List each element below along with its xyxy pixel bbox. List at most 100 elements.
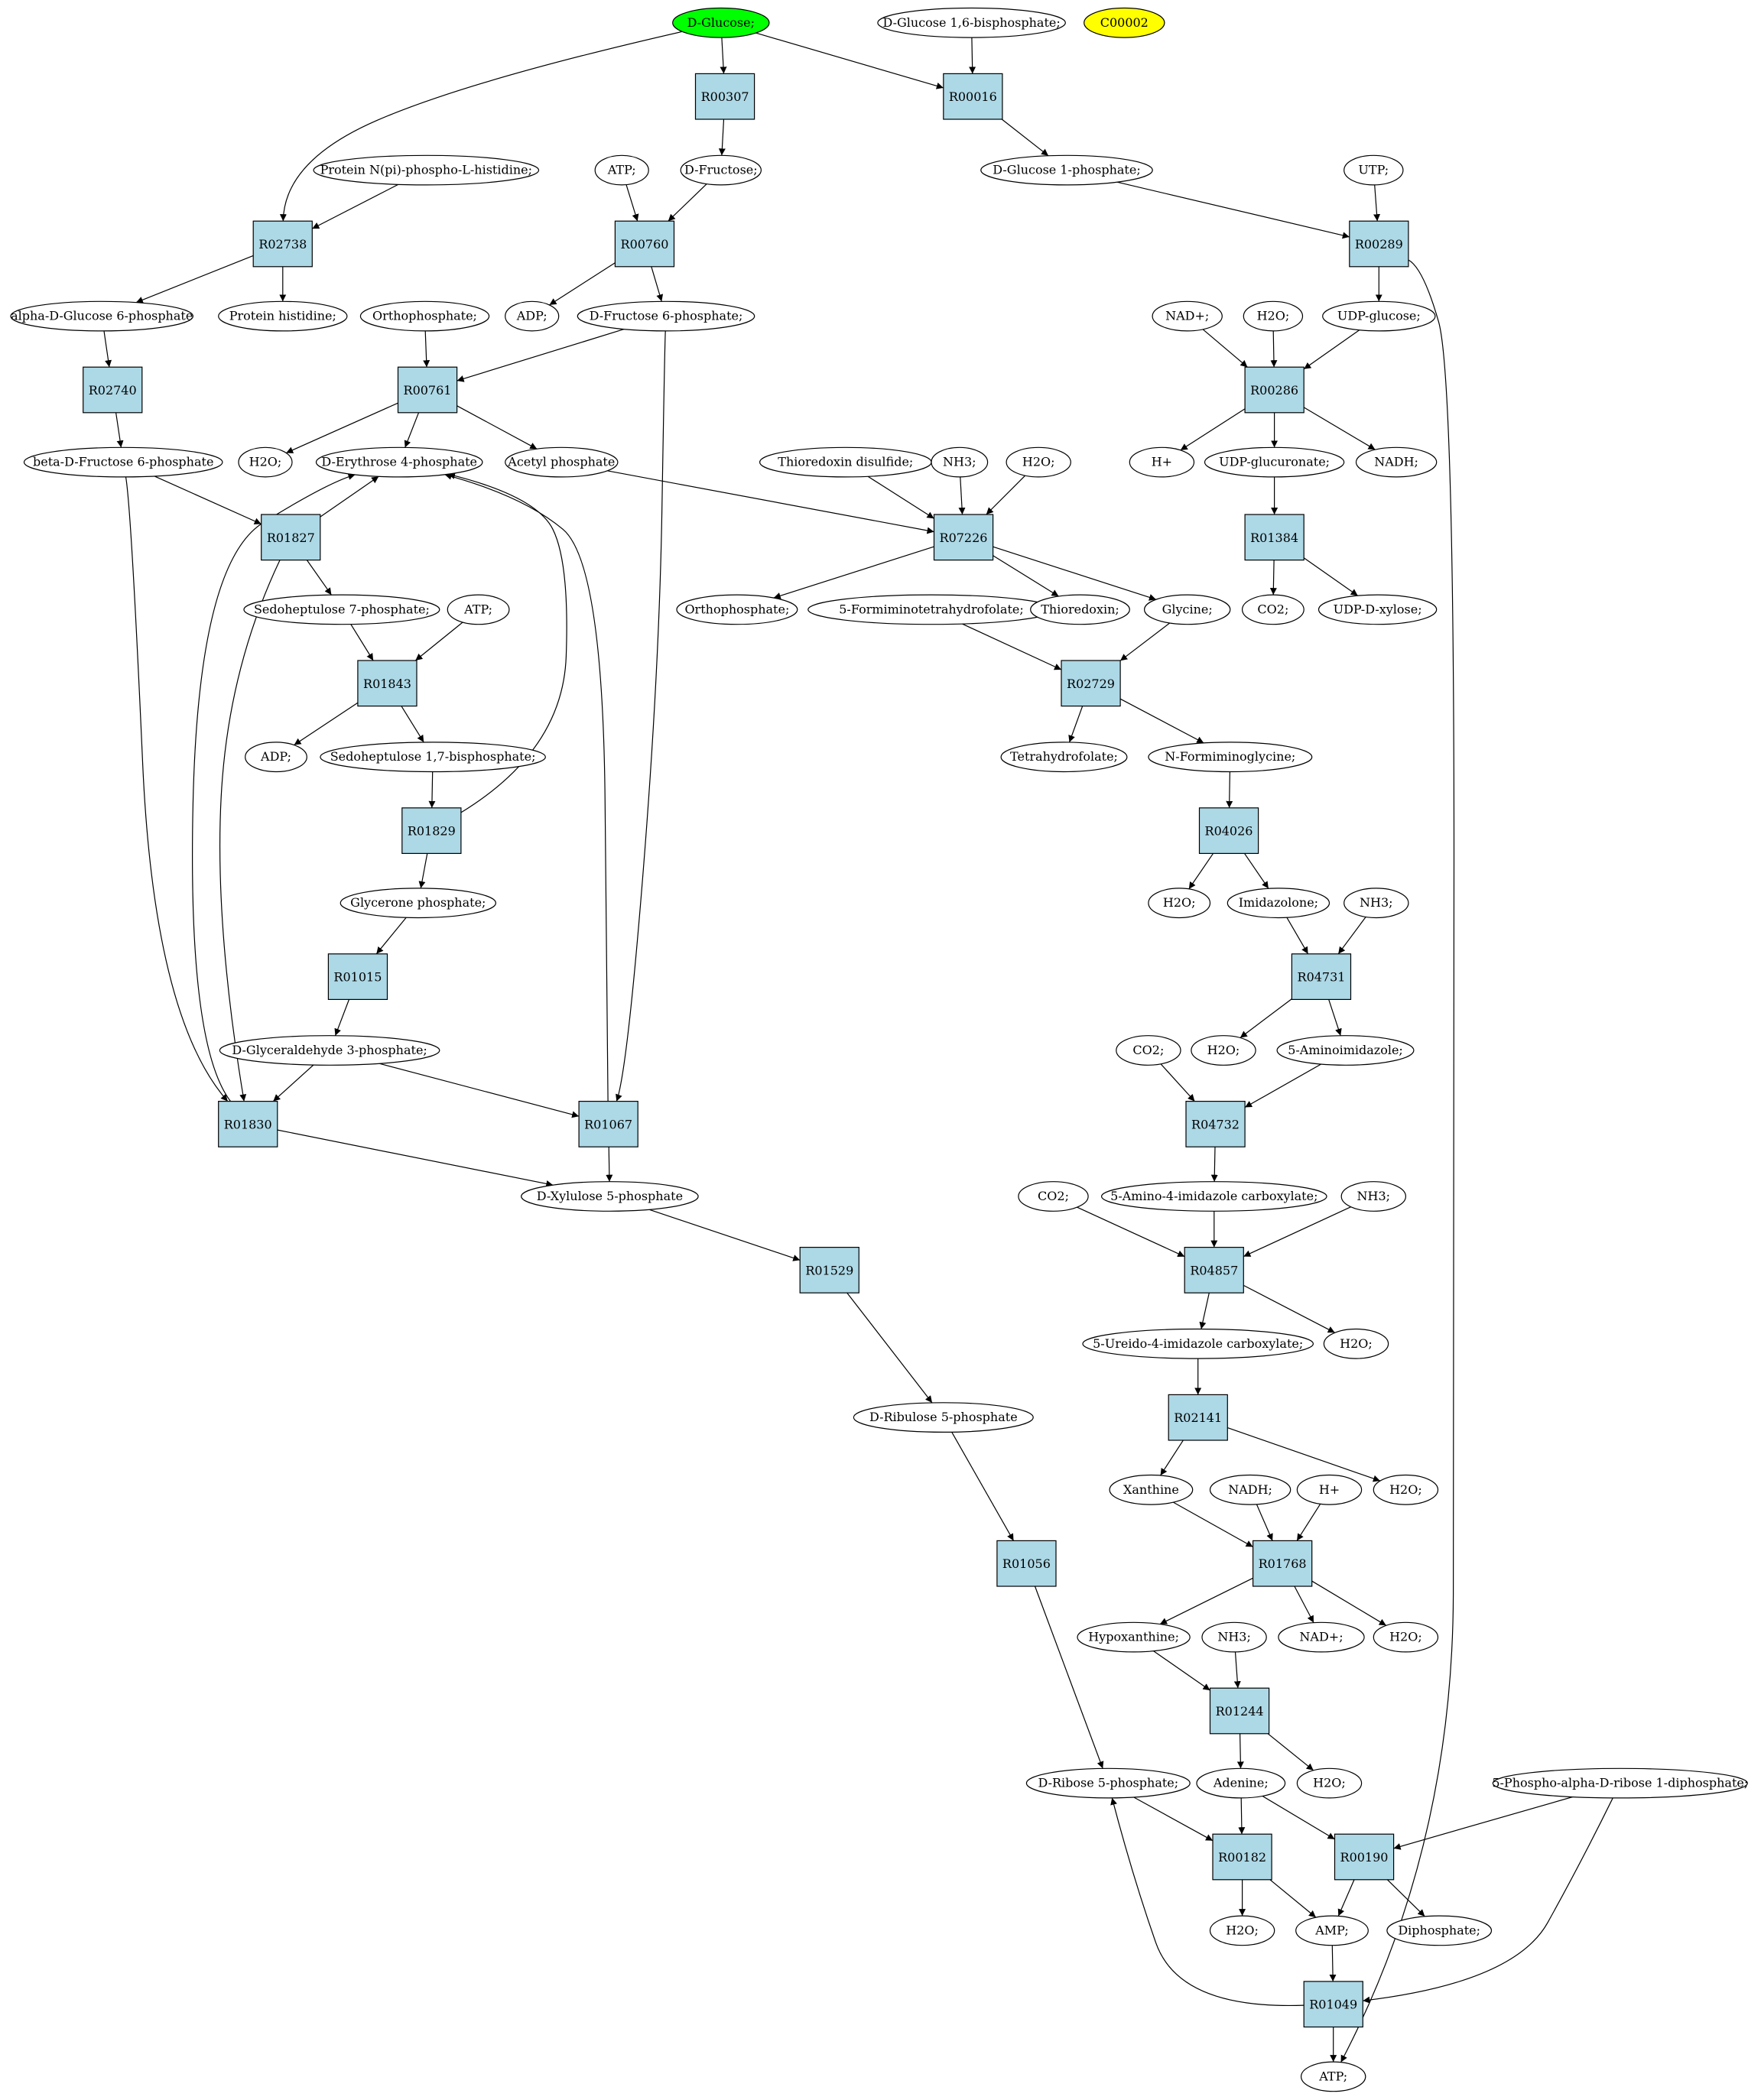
metabolite-node[interactable]: 5-Phospho-alpha-D-ribose 1-diphosphate; [1492,1767,1748,1799]
reaction-node-r02729[interactable]: R02729 [1061,660,1121,707]
reaction-node-r01827[interactable]: R01827 [261,514,321,561]
reaction-node-r00286[interactable]: R00286 [1244,366,1305,414]
metabolite-node[interactable]: Adenine; [1196,1767,1286,1799]
reaction-node-r04731[interactable]: R04731 [1291,953,1352,1001]
metabolite-node[interactable]: H2O; [1373,1621,1439,1653]
metabolite-node[interactable]: Thioredoxin; [1030,594,1130,625]
metabolite-node[interactable]: Sedoheptulose 7-phosphate; [243,594,440,625]
reaction-node-r00307[interactable]: R00307 [694,73,755,120]
reaction-node-r01829[interactable]: R01829 [401,807,462,855]
metabolite-node[interactable]: UTP; [1343,154,1404,186]
reaction-node-r01067[interactable]: R01067 [578,1100,638,1147]
metabolite-node[interactable]: ADP; [245,742,307,773]
metabolite-node[interactable]: H2O; [1006,446,1071,478]
metabolite-node[interactable]: NH3; [1201,1621,1267,1653]
metabolite-node[interactable]: Glycerone phosphate; [340,888,496,919]
metabolite-node[interactable]: ATP; [447,594,510,625]
metabolite-node[interactable]: ADP; [505,300,560,332]
metabolite-node[interactable]: Diphosphate; [1386,1915,1493,1946]
metabolite-node[interactable]: D-Glucose; [672,7,770,38]
metabolite-node[interactable]: H2O; [1323,1328,1389,1359]
reaction-node-r04026[interactable]: R04026 [1198,807,1259,855]
reaction-box [218,1100,278,1147]
metabolite-node[interactable]: UDP-glucose; [1322,300,1436,332]
metabolite-node[interactable]: C00002 [1084,7,1165,38]
metabolite-node[interactable]: H2O; [1373,1474,1439,1505]
metabolite-node[interactable]: AMP; [1295,1915,1369,1946]
metabolite-node[interactable]: Orthophosphate; [359,300,490,332]
reaction-node-r02738[interactable]: R02738 [252,220,313,268]
metabolite-node[interactable]: H2O; [238,446,293,478]
reaction-node-r02740[interactable]: R02740 [83,366,143,414]
reaction-node-r04732[interactable]: R04732 [1185,1100,1246,1147]
metabolite-node[interactable]: Tetrahydrofolate; [1000,742,1128,773]
metabolite-node[interactable]: H2O; [1148,888,1211,919]
metabolite-node[interactable]: beta-D-Fructose 6-phosphate [23,446,223,478]
reaction-node-r00761[interactable]: R00761 [397,366,458,414]
metabolite-node[interactable]: D-Xylulose 5-phosphate [521,1181,699,1212]
metabolite-node[interactable]: Orthophosphate; [676,594,798,625]
metabolite-node[interactable]: D-Fructose 6-phosphate; [577,300,755,332]
metabolite-node[interactable]: NADH; [1209,1474,1292,1505]
metabolite-node[interactable]: D-Glucose 1,6-bisphosphate; [877,7,1066,38]
metabolite-node[interactable]: Hypoxanthine; [1077,1621,1191,1653]
metabolite-node[interactable]: H+ [1129,446,1195,478]
metabolite-node[interactable]: ATP; [1300,2061,1366,2092]
reaction-node-r01049[interactable]: R01049 [1303,1981,1363,2028]
metabolite-node[interactable]: H2O; [1243,300,1304,332]
metabolite-node[interactable]: Imidazolone; [1227,888,1330,919]
metabolite-node[interactable]: CO2; [1241,594,1305,625]
reaction-node-r01768[interactable]: R01768 [1252,1540,1313,1587]
metabolite-node[interactable]: D-Ribose 5-phosphate; [1025,1767,1191,1799]
metabolite-node[interactable]: UDP-glucuronate; [1204,446,1345,478]
reaction-node-r00016[interactable]: R00016 [943,73,1003,120]
metabolite-node[interactable]: NAD+; [1278,1621,1365,1653]
metabolite-node[interactable]: H2O; [1209,1915,1275,1946]
reaction-node-r00182[interactable]: R00182 [1212,1833,1272,1881]
reaction-node-r01056[interactable]: R01056 [996,1540,1057,1587]
metabolite-node[interactable]: 5-Amino-4-imidazole carboxylate; [1101,1181,1327,1212]
reaction-node-r00760[interactable]: R00760 [614,220,675,268]
metabolite-node[interactable]: alpha-D-Glucose 6-phosphate [10,300,193,332]
reaction-node-r07226[interactable]: R07226 [933,514,994,561]
metabolite-node[interactable]: N-Formiminoglycine; [1148,742,1313,773]
metabolite-node[interactable]: H2O; [1191,1035,1256,1066]
reaction-node-r01529[interactable]: R01529 [799,1246,859,1293]
metabolite-node[interactable]: Sedoheptulose 1,7-bisphosphate; [320,742,546,773]
metabolite-node[interactable]: NH3; [931,446,989,478]
reaction-node-r00289[interactable]: R00289 [1349,220,1409,268]
reaction-node-r01015[interactable]: R01015 [327,953,388,1001]
metabolite-node[interactable]: D-Glucose 1-phosphate; [980,154,1153,186]
metabolite-node[interactable]: Protein N(pi)-phospho-L-histidine; [313,154,540,186]
reaction-node-r04857[interactable]: R04857 [1184,1246,1244,1293]
metabolite-node[interactable]: 5-Formiminotetrahydrofolate; [807,594,1055,625]
metabolite-node[interactable]: Protein histidine; [218,300,348,332]
reaction-node-r02141[interactable]: R02141 [1168,1394,1228,1441]
reaction-node-r01843[interactable]: R01843 [357,660,418,707]
reaction-node-r00190[interactable]: R00190 [1334,1833,1395,1881]
metabolite-node[interactable]: Glycine; [1143,594,1231,625]
metabolite-node[interactable]: D-Fructose; [680,154,762,186]
metabolite-node[interactable]: NADH; [1355,446,1438,478]
metabolite-node[interactable]: H2O; [1296,1767,1363,1799]
metabolite-node[interactable]: 5-Ureido-4-imidazole carboxylate; [1082,1328,1314,1359]
metabolite-node[interactable]: H+ [1296,1474,1363,1505]
metabolite-node[interactable]: NAD+; [1152,300,1223,332]
reaction-node-r01830[interactable]: R01830 [218,1100,278,1147]
metabolite-node[interactable]: NH3; [1340,1181,1407,1212]
metabolite-node[interactable]: D-Glyceraldehyde 3-phosphate; [219,1035,440,1066]
metabolite-node[interactable]: Xanthine [1109,1474,1194,1505]
metabolite-node[interactable]: D-Erythrose 4-phosphate [315,446,483,478]
metabolite-node[interactable]: UDP-D-xylose; [1318,594,1438,625]
metabolite-node[interactable]: 5-Aminoimidazole; [1276,1035,1415,1066]
metabolite-node[interactable]: D-Ribulose 5-phosphate [853,1402,1034,1433]
metabolite-node[interactable]: CO2; [1018,1181,1089,1212]
metabolite-node[interactable]: Acetyl phosphate [505,446,619,478]
metabolite-node[interactable]: Thioredoxin disulfide; [759,446,932,478]
metabolite-node[interactable]: ATP; [594,154,649,186]
metabolite-node[interactable]: NH3; [1343,888,1409,919]
metabolite-node[interactable]: CO2; [1116,1035,1181,1066]
reaction-node-r01244[interactable]: R01244 [1209,1687,1270,1735]
edge-106 [1329,1945,1337,1982]
reaction-node-r01384[interactable]: R01384 [1244,514,1305,561]
